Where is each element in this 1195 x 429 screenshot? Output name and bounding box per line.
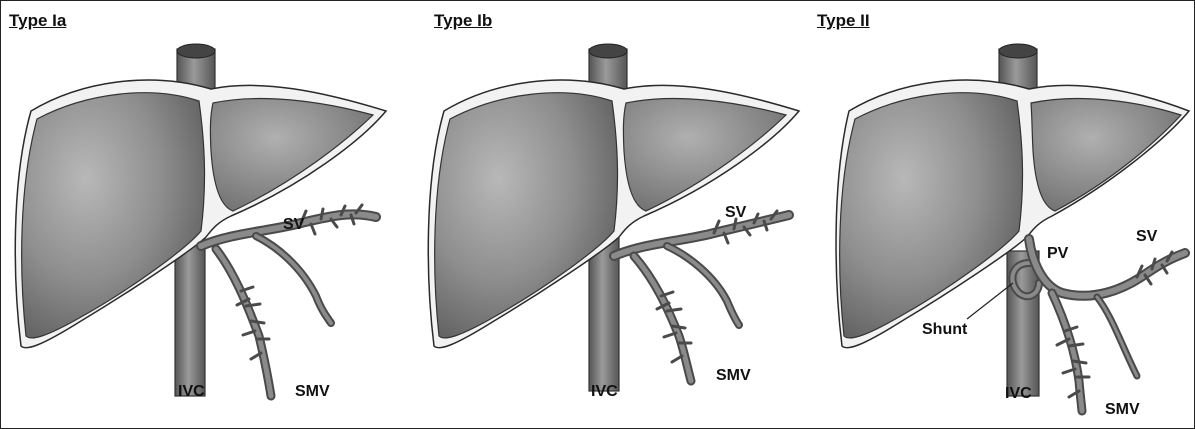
portal-vein-system [614,211,789,381]
label-smv: SMV [716,367,751,385]
label-ivc: IVC [1005,385,1032,403]
label-ivc: IVC [178,383,205,401]
panel-type-ii: Type II [807,1,1194,428]
liver-illustration [1,1,401,428]
ivc-opening [999,44,1037,58]
label-sv: SV [283,216,304,234]
panel-type-ib: Type Ib SV [409,1,809,428]
label-smv: SMV [1105,401,1140,419]
liver-illustration [409,1,809,428]
label-ivc: IVC [591,383,618,401]
ivc-opening [177,44,215,58]
left-lobe [1031,99,1181,211]
label-sv: SV [725,204,746,222]
label-sv: SV [1136,228,1157,246]
left-lobe [210,99,373,211]
panel-type-ia: Type Ia [1,1,401,428]
label-pv: PV [1047,245,1068,263]
shunt-leader-line [967,283,1013,319]
liver-illustration [807,1,1194,428]
label-shunt: Shunt [922,321,967,339]
ivc-opening [589,44,627,58]
left-lobe [623,99,786,211]
label-smv: SMV [295,383,330,401]
